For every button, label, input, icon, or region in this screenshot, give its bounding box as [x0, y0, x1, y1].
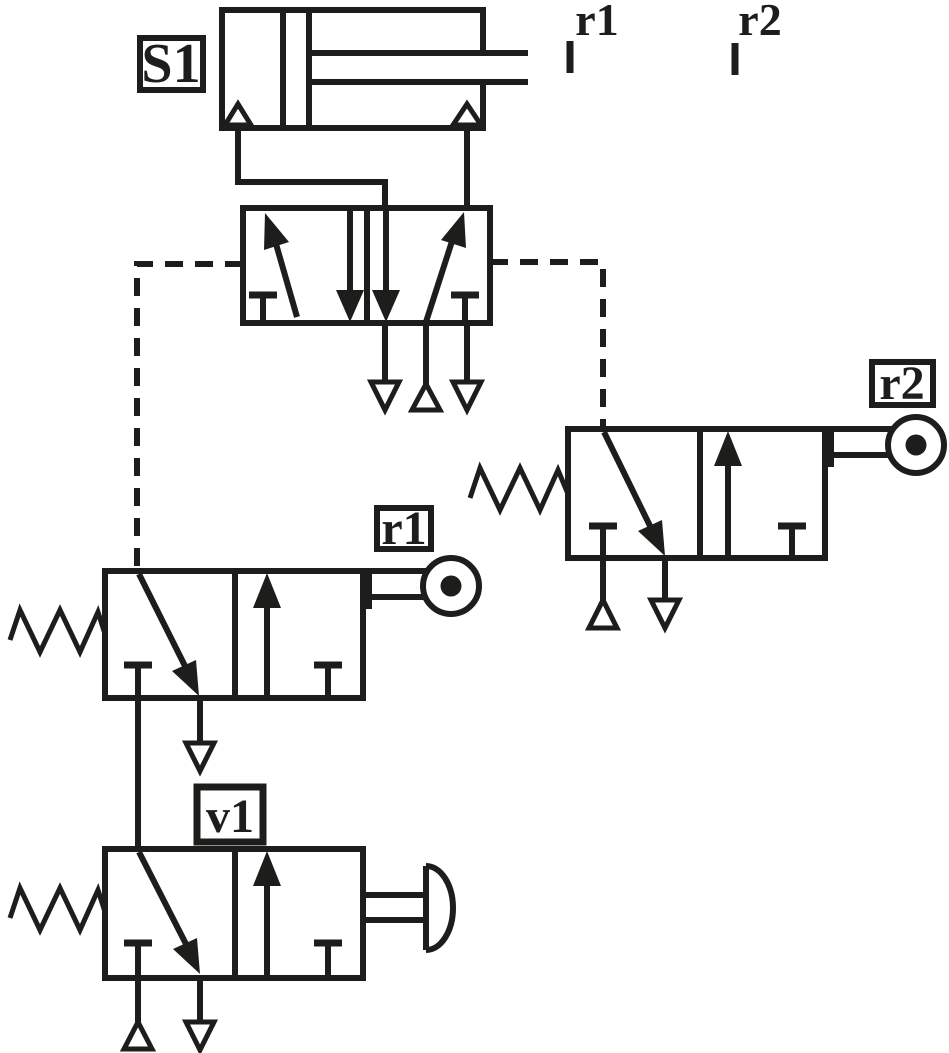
- label-box-v1: [193, 783, 267, 846]
- r2-exhaust-icon: [646, 597, 684, 634]
- valve-r2[interactable]: r2: [467, 357, 947, 634]
- marker-r1-label: r1: [575, 0, 618, 45]
- pilot-line-right: [490, 259, 606, 427]
- v1-pushbutton-icon[interactable]: [425, 863, 456, 953]
- r1-flow-arrow-shaft: [136, 572, 189, 670]
- r2-body: [565, 426, 828, 561]
- label-box-r1: [374, 505, 434, 552]
- marker-r2-label: r2: [738, 0, 781, 45]
- label-r1: r1: [381, 502, 426, 555]
- main-left-down-arrowhead: [336, 290, 364, 322]
- line-cylinder-left-port: [235, 126, 388, 211]
- marker-r2: r2: [731, 0, 782, 75]
- v1-spring-icon: [7, 881, 108, 936]
- r1-roller-dot: [440, 575, 462, 597]
- cylinder-port-left-icon: [220, 99, 256, 128]
- label-r2: r2: [879, 357, 924, 410]
- r2-roller-dot: [905, 434, 927, 456]
- r2-flow-arrowhead: [638, 520, 665, 556]
- pilot-line-left: [134, 261, 243, 569]
- label-box-r2: [869, 359, 936, 408]
- label-box-s1: [137, 35, 206, 93]
- label-s1: S1: [141, 33, 200, 95]
- main-exhaust-left-icon: [366, 379, 404, 416]
- r1-spring-icon: [7, 603, 108, 658]
- cylinder-s1[interactable]: S1: [137, 7, 528, 131]
- v1-flow-arrow-shaft: [136, 850, 190, 948]
- v1-supply-icon: [119, 1016, 157, 1052]
- label-v1: v1: [206, 790, 254, 843]
- r2-flow-arrow-shaft: [601, 430, 655, 532]
- v1-flow-arrowhead: [173, 938, 200, 974]
- r1-up-arrowhead: [253, 573, 281, 608]
- r1-flow-arrowhead: [172, 660, 199, 696]
- r2-supply-icon: [584, 594, 622, 631]
- main-supply-icon: [407, 378, 445, 413]
- v1-up-arrowhead: [253, 851, 281, 886]
- r2-up-arrowhead: [714, 431, 742, 466]
- valve-r1[interactable]: r1: [7, 502, 482, 777]
- cylinder-port-right-icon: [448, 99, 486, 128]
- main-exhaust-right-icon: [448, 379, 486, 416]
- v1-exhaust-icon: [181, 1019, 219, 1053]
- main-right-flow-arrowhead: [441, 212, 466, 248]
- marker-r1: r1: [566, 0, 619, 73]
- valve-v1[interactable]: v1: [7, 783, 456, 1053]
- main-right-flow-arrow-shaft: [422, 231, 458, 326]
- main-valve-5-2[interactable]: [240, 205, 493, 416]
- r1-exhaust-icon: [181, 740, 219, 777]
- main-left-flow-arrowhead: [264, 213, 289, 250]
- r2-spring-icon: [467, 461, 571, 516]
- main-right-down-arrowhead: [372, 290, 400, 322]
